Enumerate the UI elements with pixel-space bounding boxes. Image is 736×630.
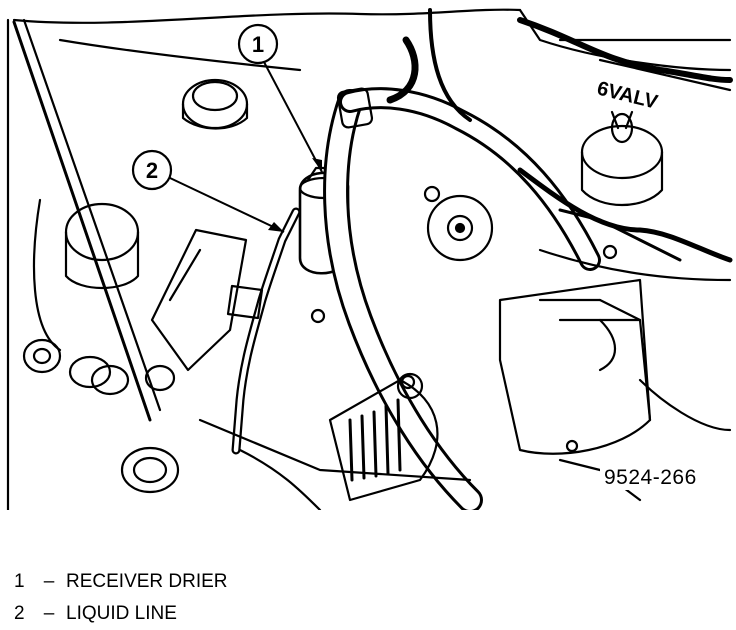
legend-label: LIQUID LINE bbox=[66, 603, 177, 624]
coolant-reservoir-cap bbox=[64, 202, 140, 262]
tensioner-pulley bbox=[426, 194, 494, 262]
engine-cover bbox=[518, 8, 732, 72]
legend-separator: – bbox=[43, 603, 55, 624]
callout-2: 2 bbox=[131, 149, 285, 233]
alternator bbox=[328, 378, 439, 502]
mounting-bracket bbox=[150, 228, 248, 372]
legend-item: 1 – RECEIVER DRIER bbox=[14, 566, 228, 598]
air-filter-housing bbox=[498, 278, 652, 455]
callout-2-number: 2 bbox=[146, 158, 158, 183]
figure-id: 9524-266 bbox=[600, 466, 701, 490]
legend-number: 2 bbox=[14, 603, 25, 624]
callout-1-number: 1 bbox=[252, 32, 264, 57]
svg-text:6VALV: 6VALV bbox=[595, 78, 661, 114]
engine-compartment-illustration: 6VALV bbox=[6, 8, 733, 510]
legend: 1 – RECEIVER DRIER 2 – LIQUID LINE bbox=[14, 566, 228, 630]
fender-rail bbox=[12, 20, 152, 422]
legend-number: 1 bbox=[14, 571, 25, 592]
callout-1: 1 bbox=[237, 23, 323, 173]
legend-separator: – bbox=[43, 571, 55, 592]
legend-label: RECEIVER DRIER bbox=[66, 571, 228, 592]
radiator-cap bbox=[181, 78, 249, 130]
distributor-cap bbox=[580, 124, 664, 180]
legend-item: 2 – LIQUID LINE bbox=[14, 598, 228, 630]
